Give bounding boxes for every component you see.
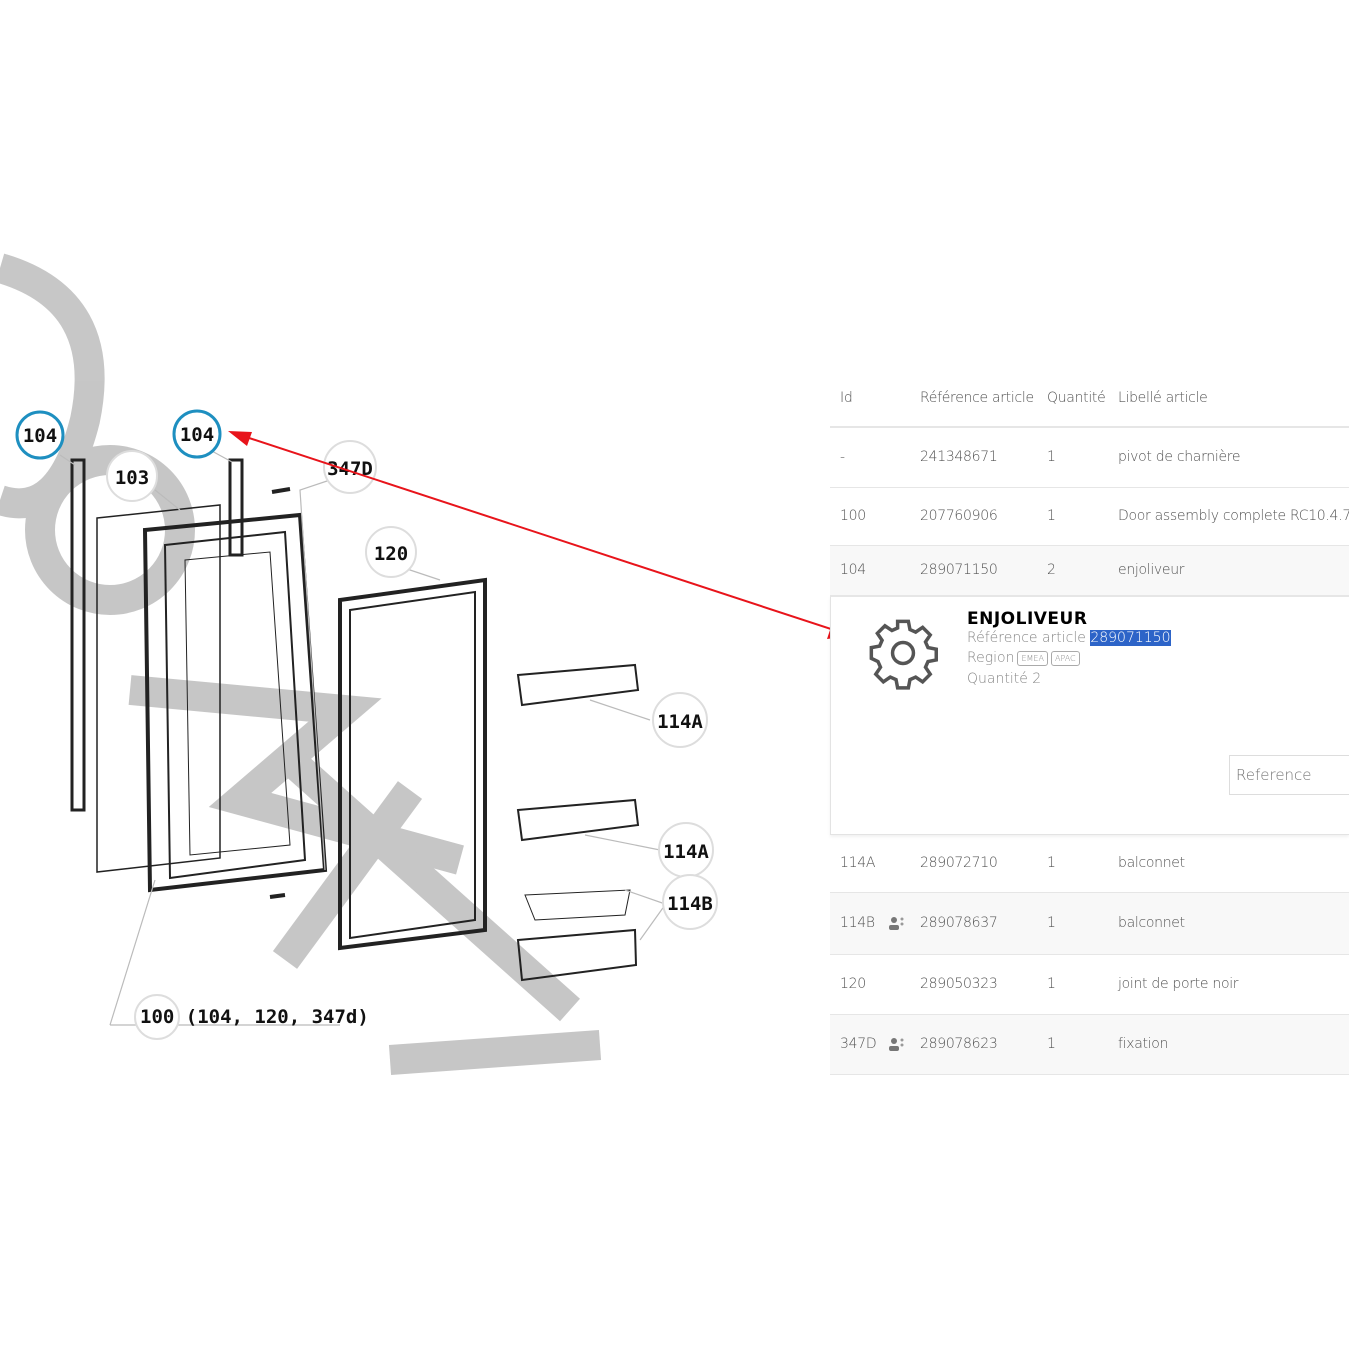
callout-104-right-ring[interactable]	[172, 409, 222, 459]
callout-120: 120	[374, 543, 408, 565]
detail-reference-label: Référence article	[967, 630, 1086, 646]
row-reference: 207760906	[920, 508, 998, 524]
callout-104-left-ring[interactable]	[15, 410, 65, 460]
region-tag-emea: EMEA	[1017, 650, 1048, 666]
row-id: 114A	[840, 855, 876, 871]
parts-table: Id Référence article Quantité Libellé ar…	[830, 370, 1349, 1075]
header-quantity[interactable]: Quantité	[1047, 390, 1106, 406]
row-label: enjoliveur	[1118, 562, 1185, 578]
row-reference: 289071150	[920, 562, 998, 578]
red-arrow	[228, 431, 830, 639]
part-detail-panel: ENJOLIVEUR Référence article 289071150 R…	[830, 596, 1349, 835]
table-header: Id Référence article Quantité Libellé ar…	[830, 370, 1349, 428]
table-row[interactable]: 104 289071150 2 enjoliveur	[830, 546, 1349, 596]
callouts: 104 104 103 347D 120 114A 114A 114B 100 …	[15, 409, 718, 1040]
row-reference: 289078623	[920, 1036, 998, 1052]
callout-100: 100 (104, 120, 347d)	[140, 1006, 369, 1028]
row-quantity: 1	[1047, 855, 1056, 871]
leader-lines	[59, 449, 669, 1026]
callout-104-left: 104	[23, 425, 57, 447]
row-label: fixation	[1118, 1036, 1169, 1052]
row-quantity: 1	[1047, 449, 1056, 465]
table-row[interactable]: - 241348671 1 pivot de charnière	[830, 428, 1349, 488]
detail-title: ENJOLIVEUR	[967, 609, 1088, 629]
row-label: balconnet	[1118, 915, 1185, 931]
header-id[interactable]: Id	[840, 390, 853, 406]
row-label: Door assembly complete RC10.4.70 D	[1118, 508, 1349, 524]
detail-region-label: Region	[967, 650, 1015, 666]
row-label: balconnet	[1118, 855, 1185, 871]
row-quantity: 1	[1047, 508, 1056, 524]
row-quantity: 1	[1047, 915, 1056, 931]
row-id: -	[840, 449, 845, 465]
table-row[interactable]: 347D 289078623 1 fixation	[830, 1015, 1349, 1075]
callout-103: 103	[115, 467, 149, 489]
region-tag-apac: APAC	[1050, 650, 1080, 666]
header-label[interactable]: Libellé article	[1118, 390, 1208, 406]
row-quantity: 1	[1047, 976, 1056, 992]
detail-quantity-label: Quantité	[967, 671, 1028, 687]
watermark	[0, 253, 602, 1075]
row-id: 120	[840, 976, 866, 992]
row-quantity: 2	[1047, 562, 1056, 578]
table-row[interactable]: 114B 289078637 1 balconnet	[830, 893, 1349, 955]
row-quantity: 1	[1047, 1036, 1056, 1052]
callout-114b: 114B	[667, 893, 713, 915]
user-group-icon	[888, 1036, 906, 1056]
table-row[interactable]: 100 207760906 1 Door assembly complete RC10…	[830, 488, 1349, 546]
row-label: joint de porte noir	[1118, 976, 1239, 992]
row-id: 114B	[840, 915, 875, 931]
callout-114a-bottom: 114A	[663, 841, 709, 863]
row-reference: 289072710	[920, 855, 998, 871]
detail-reference: Référence article 289071150	[967, 630, 1171, 646]
detail-quantity: Quantité 2	[967, 671, 1041, 687]
gear-icon	[869, 619, 938, 690]
row-reference: 289078637	[920, 915, 998, 931]
table-row[interactable]: 120 289050323 1 joint de porte noir	[830, 955, 1349, 1015]
detail-quantity-value: 2	[1032, 671, 1042, 687]
row-id: 347D	[840, 1036, 877, 1052]
table-row[interactable]: 114A 289072710 1 balconnet	[830, 835, 1349, 893]
reference-input[interactable]	[1229, 755, 1349, 795]
exploded-door-diagram: 104 104 103 347D 120 114A 114A 114B 100 …	[0, 253, 830, 1075]
row-reference: 241348671	[920, 449, 998, 465]
row-id: 104	[840, 562, 866, 578]
row-id: 100	[840, 508, 866, 524]
header-reference[interactable]: Référence article	[920, 390, 1034, 406]
row-reference: 289050323	[920, 976, 998, 992]
row-label: pivot de charnière	[1118, 449, 1241, 465]
user-group-icon	[888, 915, 906, 935]
callout-104-right: 104	[180, 424, 214, 446]
detail-reference-value[interactable]: 289071150	[1090, 630, 1171, 646]
callout-114a-top: 114A	[657, 711, 703, 733]
